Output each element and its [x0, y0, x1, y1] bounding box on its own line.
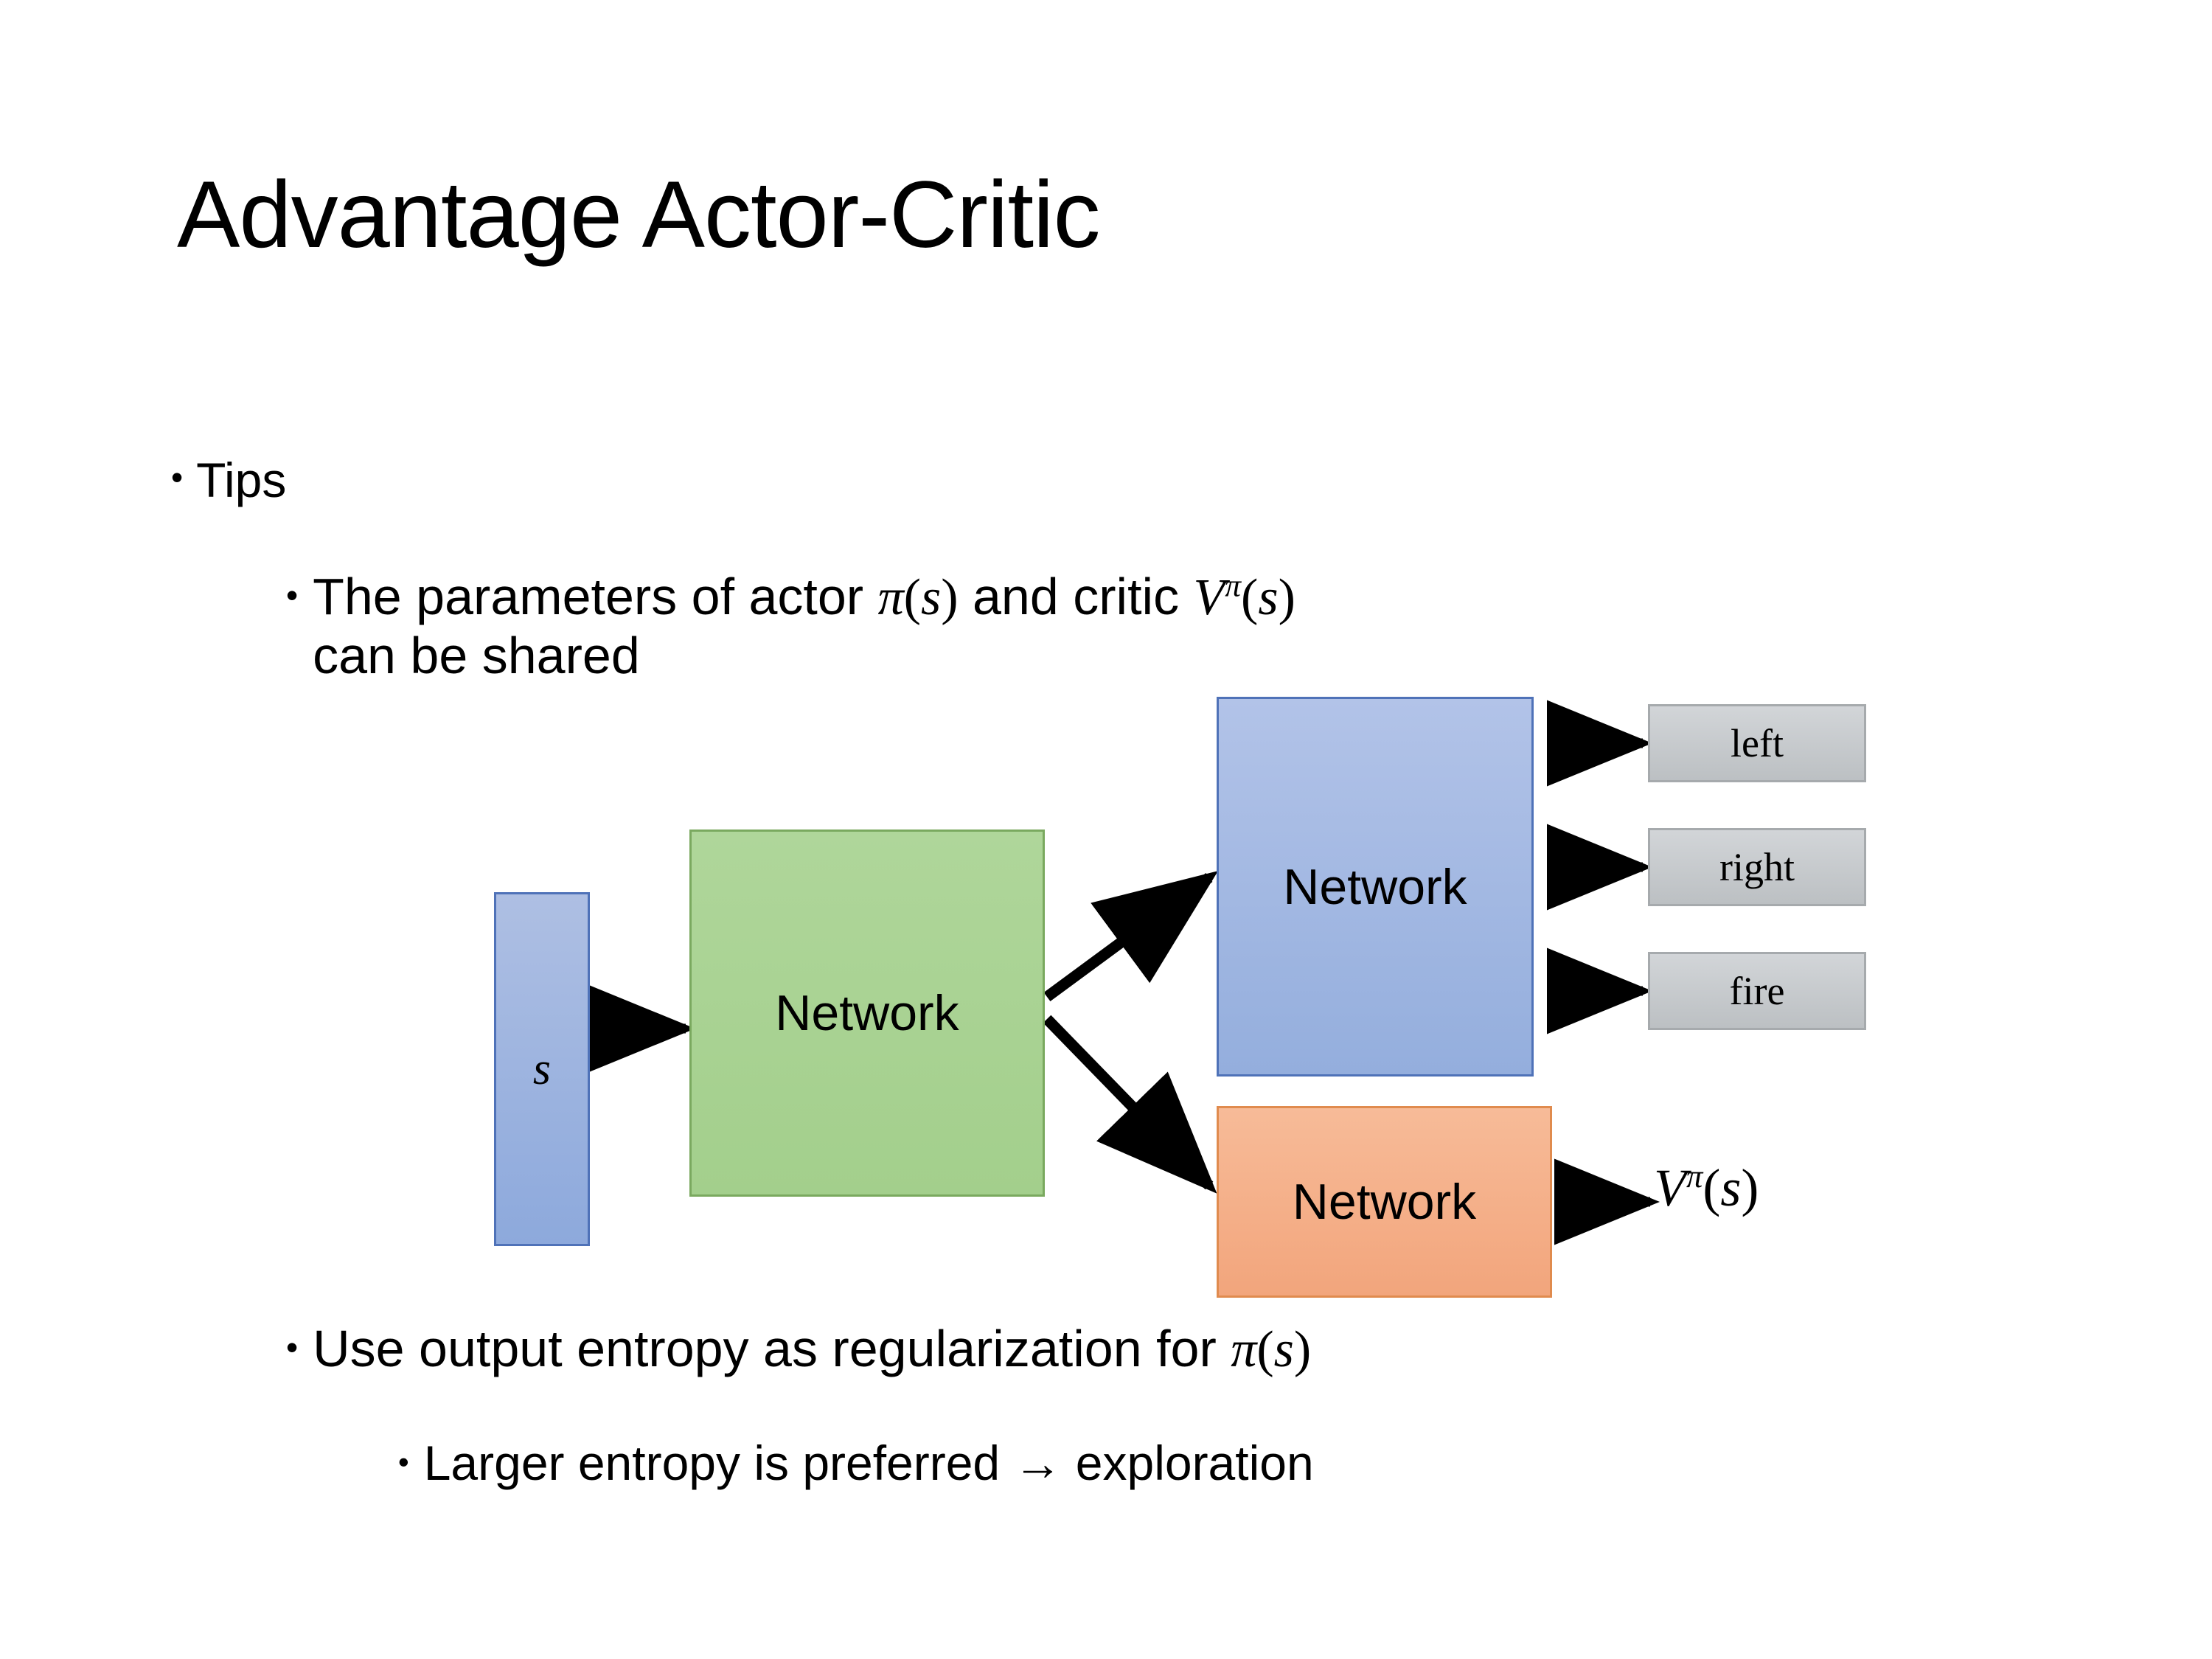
v-symbol: V [1654, 1158, 1686, 1217]
pi-symbol: π [877, 569, 904, 626]
close-paren: ) [1293, 1321, 1312, 1378]
action-output-left: left [1648, 704, 1866, 782]
bullet-marker-icon: • [171, 458, 184, 496]
math-v-pi-of-s: Vπ(s) [1194, 569, 1295, 626]
diagram-node-actor-network: Network [1217, 697, 1534, 1077]
diagram-node-state: s [494, 892, 590, 1246]
close-paren: ) [1278, 569, 1295, 626]
action-output-fire: fire [1648, 952, 1866, 1030]
arrow-shared-to-critic [1043, 1015, 1217, 1194]
open-paren: ( [1703, 1158, 1721, 1217]
bullet-shared-parameters: • The parameters of actor π(s) and criti… [286, 568, 2019, 685]
close-paren: ) [941, 569, 959, 626]
bullet-marker-icon: • [286, 576, 299, 614]
v-symbol: V [1193, 569, 1225, 626]
bullet-tips: • Tips [171, 453, 286, 508]
node-actor-label: Network [1283, 858, 1467, 915]
pi-superscript: π [1225, 568, 1242, 604]
pi-symbol: π [1231, 1321, 1257, 1378]
s-symbol: s [920, 569, 942, 626]
pi-superscript: π [1686, 1158, 1703, 1194]
action-fire-label: fire [1729, 969, 1785, 1013]
s-symbol: s [1273, 1321, 1294, 1378]
action-left-label: left [1731, 721, 1784, 765]
value-function-output: Vπ(s) [1654, 1158, 1759, 1219]
params-text-a: The parameters of actor [313, 568, 878, 625]
open-paren: ( [1256, 1321, 1274, 1378]
open-paren: ( [903, 569, 921, 626]
math-pi-of-s: π(s) [878, 569, 959, 626]
bullet-entropy-text: Use output entropy as regularization for… [313, 1320, 1311, 1379]
close-paren: ) [1741, 1158, 1759, 1217]
arrow-shared-to-actor [1043, 871, 1219, 1002]
diagram-node-shared-network: Network [689, 830, 1045, 1197]
bullet-marker-icon: • [286, 1328, 299, 1366]
math-pi-of-s: π(s) [1231, 1321, 1311, 1378]
bullet-tips-label: Tips [196, 453, 287, 507]
bullet-larger-entropy: • Larger entropy is preferred → explorat… [398, 1436, 1314, 1491]
bullet-entropy-regularization: • Use output entropy as regularization f… [286, 1320, 1311, 1379]
params-text-c: can be shared [313, 627, 640, 685]
open-paren: ( [1241, 569, 1259, 626]
node-critic-label: Network [1292, 1174, 1477, 1230]
s-symbol: s [1720, 1158, 1742, 1217]
diagram-node-critic-network: Network [1217, 1106, 1552, 1298]
action-right-label: right [1719, 845, 1795, 889]
node-state-label: s [532, 1043, 552, 1094]
bullet-shared-parameters-text: The parameters of actor π(s) and critic … [313, 568, 1295, 685]
entropy-text-a: Use output entropy as regularization for [313, 1320, 1231, 1377]
action-output-right: right [1648, 828, 1866, 906]
s-symbol: s [1258, 569, 1279, 626]
node-shared-label: Network [775, 985, 959, 1041]
params-text-b: and critic [958, 568, 1194, 625]
page-title: Advantage Actor-Critic [177, 162, 1100, 268]
bullet-marker-icon: • [398, 1444, 409, 1479]
bullet-larger-entropy-label: Larger entropy is preferred → exploratio… [423, 1436, 1314, 1490]
